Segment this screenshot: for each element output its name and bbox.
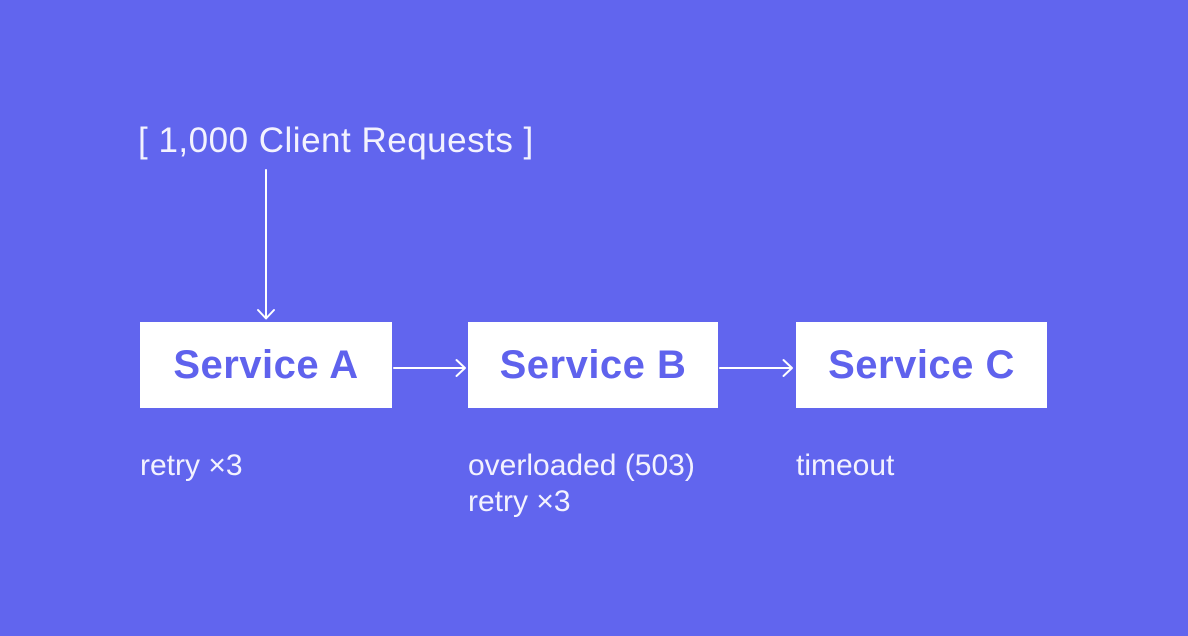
node-service-a-label: Service A — [173, 342, 359, 387]
note-service-a: retry ×3 — [140, 448, 243, 484]
note-line: retry ×3 — [140, 449, 243, 482]
arrow-client-to-service-a — [257, 169, 275, 320]
node-service-c: Service C — [796, 322, 1047, 408]
node-service-b: Service B — [468, 322, 718, 408]
node-service-a: Service A — [140, 322, 392, 408]
note-line: timeout — [796, 449, 895, 482]
note-service-b: overloaded (503) retry ×3 — [468, 448, 695, 520]
note-service-c: timeout — [796, 448, 894, 484]
arrow-service-a-to-b — [393, 359, 466, 377]
note-line: overloaded (503) — [468, 449, 695, 482]
node-service-c-label: Service C — [828, 342, 1015, 387]
arrow-service-b-to-c — [719, 359, 793, 377]
node-service-b-label: Service B — [499, 342, 687, 387]
client-requests-label: [ 1,000 Client Requests ] — [138, 121, 534, 160]
note-line: retry ×3 — [468, 485, 571, 518]
